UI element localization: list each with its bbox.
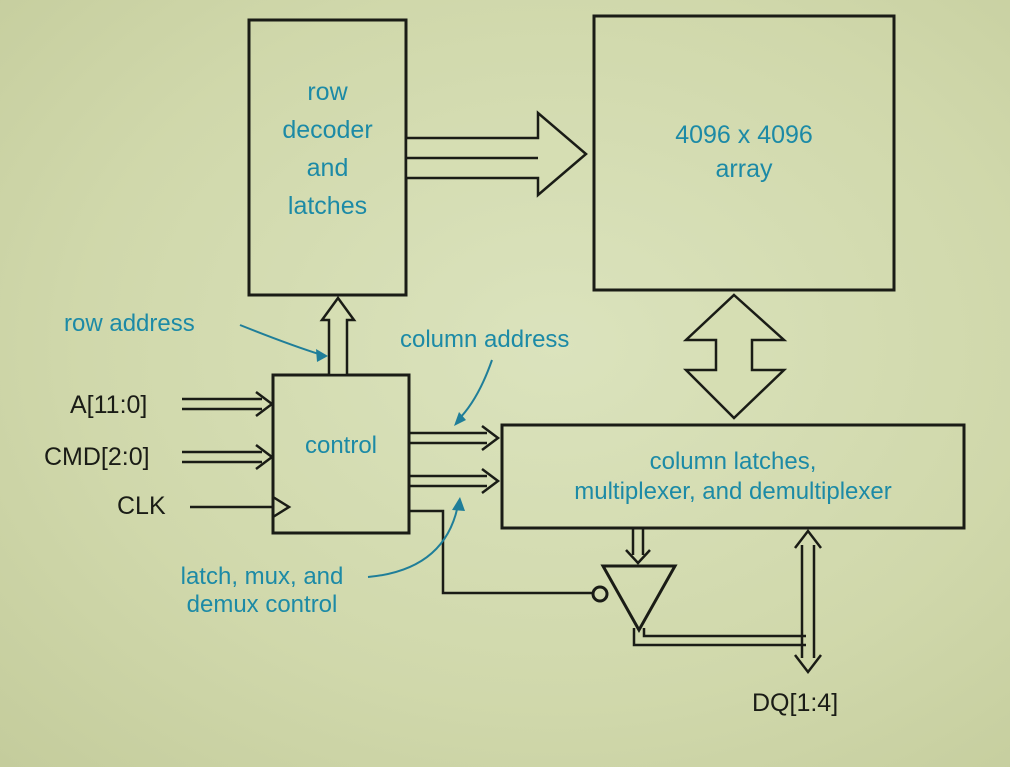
- address-input-arrow: [182, 391, 275, 417]
- buffer-output-wire: [632, 628, 806, 647]
- latch-control-bus-arrow: [409, 468, 501, 494]
- column-address-leader-head: [454, 412, 466, 426]
- row-decoder-label: row decoder and latches: [249, 73, 406, 225]
- buffer-enable-bubble: [591, 585, 609, 603]
- column-latches-label: column latches, multiplexer, and demulti…: [502, 447, 964, 507]
- row-to-array-bus-arrow: [404, 110, 588, 198]
- data-signal-label: DQ[1:4]: [752, 689, 839, 717]
- clock-input-line: [190, 495, 292, 519]
- latch-control-leader-head: [452, 497, 465, 511]
- array-column-bidirectional-bus: [682, 293, 788, 420]
- row-decoder-label-line: row: [307, 78, 348, 106]
- row-address-leader-head: [316, 349, 328, 362]
- latch-control-annotation-line: latch, mux, and: [180, 563, 344, 590]
- column-latches-label-line: multiplexer, and demultiplexer: [574, 478, 892, 505]
- column-address-leader: [457, 359, 493, 421]
- row-address-annotation: row address: [64, 310, 195, 337]
- latch-control-annotation-line: demux control: [186, 591, 338, 618]
- column-address-bus-arrow: [409, 425, 501, 451]
- tristate-buffer: [600, 564, 678, 634]
- array-block: [592, 14, 896, 292]
- control-label: control: [304, 432, 378, 459]
- clock-signal-label: CLK: [117, 492, 166, 520]
- array-label-line: 4096 x 4096: [675, 121, 813, 149]
- row-address-bus-arrow: [319, 295, 357, 377]
- buffer-enable-wire: [409, 509, 593, 595]
- array-label-line: array: [715, 155, 773, 183]
- row-decoder-label-line: latches: [287, 192, 368, 220]
- column-address-annotation: column address: [400, 326, 570, 353]
- row-decoder-label-line: and: [306, 154, 349, 182]
- row-decoder-label-line: decoder: [282, 116, 373, 144]
- address-signal-label: A[11:0]: [70, 391, 148, 419]
- column-latches-label-line: column latches,: [649, 448, 817, 475]
- command-input-arrow: [182, 444, 275, 470]
- latch-to-buffer-arrow: [625, 528, 651, 565]
- dq-bidirectional-bus: [794, 528, 822, 675]
- row-address-leader: [239, 324, 323, 356]
- latch-control-leader: [367, 504, 459, 578]
- column-latches-block: [500, 423, 966, 530]
- array-label: 4096 x 4096 array: [594, 118, 894, 186]
- latch-control-annotation: latch, mux, and demux control: [152, 563, 372, 619]
- command-signal-label: CMD[2:0]: [44, 443, 150, 471]
